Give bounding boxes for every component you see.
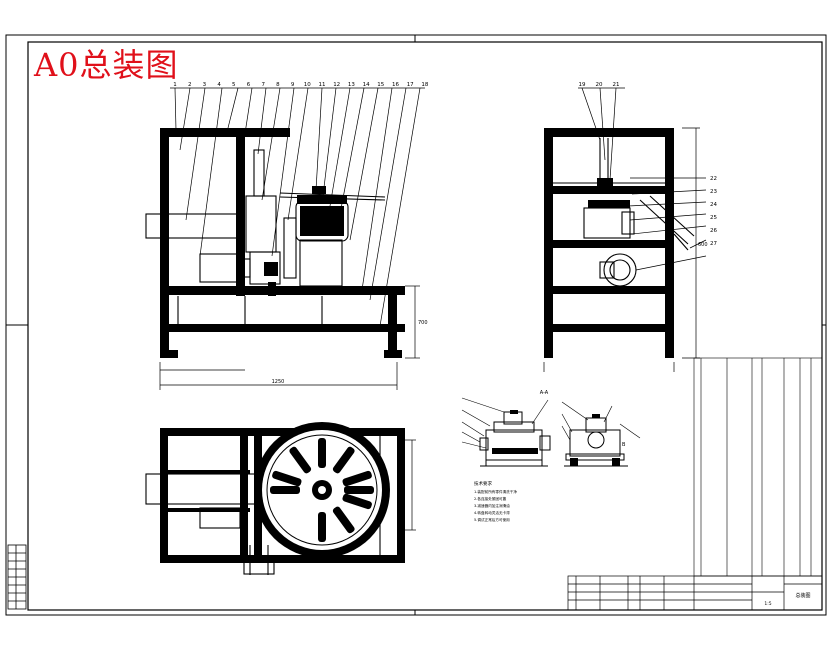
section-label: A-A (540, 390, 549, 396)
note-line: 3.减速器内加注润滑油 (474, 503, 510, 508)
top-view (145, 422, 416, 575)
balloon-number: 7 (261, 82, 265, 88)
balloon-number: 23 (710, 189, 717, 195)
balloon-number: 26 (710, 228, 717, 234)
balloon-number: 3 (203, 82, 207, 88)
balloon-number: 5 (232, 82, 236, 88)
balloon-number: 22 (710, 176, 717, 182)
balloon-number: 13 (348, 82, 355, 88)
balloon-number: 12 (333, 82, 340, 88)
balloon-number: 25 (710, 215, 717, 221)
balloon-number: 9 (291, 82, 295, 88)
balloon-number: 2 (188, 82, 192, 88)
balloon-number: 4 (217, 82, 221, 88)
drawing-name: 总装图 (795, 592, 810, 599)
balloon-number: 1 (173, 82, 177, 88)
balloon-number: 21 (613, 82, 620, 88)
balloon-number: 18 (421, 82, 428, 88)
note-line: 1.装配前所有零件清洗干净 (474, 489, 517, 494)
dimension-value: 600 (698, 242, 708, 248)
drawing-title-stamp: A0总装图 (34, 46, 179, 84)
section-label: B (622, 442, 626, 448)
side-view (543, 87, 707, 372)
parts-list (693, 357, 823, 577)
balloon-number: 16 (392, 82, 399, 88)
turntable-disk (254, 422, 390, 558)
balloon-number: 17 (407, 82, 414, 88)
dimension-value: 700 (418, 320, 428, 326)
gearbox-detail-front (461, 397, 551, 467)
balloon-number: 27 (710, 241, 717, 247)
title-block (567, 575, 823, 611)
note-line: 5.调试正常后方可使用 (474, 517, 510, 522)
drawing-scale: 1:5 (764, 601, 771, 607)
dimension-value: 1250 (272, 379, 285, 385)
balloon-number: 6 (247, 82, 251, 88)
balloon-number: 8 (276, 82, 280, 88)
notes-heading: 技术要求 (474, 480, 492, 487)
balloon-number: 15 (377, 82, 384, 88)
border-zone-block (7, 544, 27, 610)
note-line: 4.转盘转动灵活无卡滞 (474, 510, 510, 515)
front-view (145, 87, 425, 390)
balloon-number: 11 (319, 82, 326, 88)
balloon-number: 19 (579, 82, 586, 88)
balloon-number: 10 (304, 82, 311, 88)
gearbox-detail-side (561, 401, 641, 467)
balloon-number: 24 (710, 202, 717, 208)
balloon-number: 14 (363, 82, 370, 88)
sheet-frame (5, 34, 827, 616)
note-line: 2.各连接处紧固可靠 (474, 496, 507, 501)
balloon-number: 20 (596, 82, 603, 88)
